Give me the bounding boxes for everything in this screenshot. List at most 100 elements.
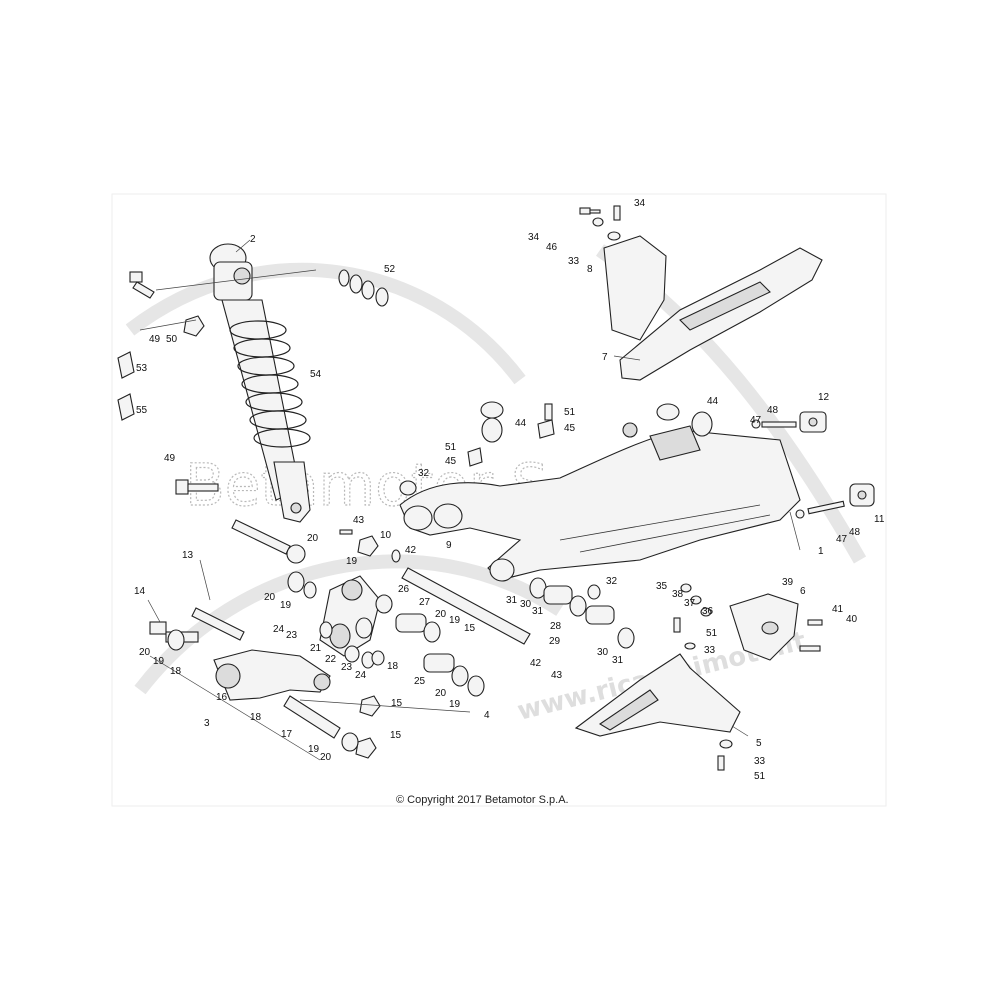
callout: 19 <box>346 556 358 567</box>
linkage-bolt-13-upper <box>231 519 306 564</box>
swingarm <box>399 422 801 582</box>
callout: 26 <box>398 584 410 595</box>
callout: 10 <box>380 530 392 541</box>
shock-lower-bolt <box>175 479 219 495</box>
callout: 51 <box>445 442 457 453</box>
callout: 32 <box>606 576 618 587</box>
callout: 31 <box>532 606 544 617</box>
washer-set-52 <box>338 269 389 307</box>
callout: 34 <box>528 232 540 243</box>
callout: 12 <box>818 392 830 403</box>
callout: 47 <box>750 415 762 426</box>
callout: 53 <box>136 363 148 374</box>
chain-guide-hardware <box>673 583 823 652</box>
callout: 49 <box>164 453 176 464</box>
callout: 47 <box>836 534 848 545</box>
chain-guard-upper <box>603 235 823 381</box>
cap-44-left <box>480 401 504 443</box>
nut-15 <box>341 695 381 759</box>
adjuster-bolt-48-top <box>751 419 797 429</box>
callout: 28 <box>550 621 562 632</box>
callout: 31 <box>506 595 518 606</box>
callout: 7 <box>602 352 608 363</box>
callout: 43 <box>353 515 365 526</box>
callout: 17 <box>281 729 293 740</box>
callout: 31 <box>612 655 624 666</box>
callout: 51 <box>564 407 576 418</box>
washer-set-left <box>287 571 385 669</box>
callout: 4 <box>484 710 490 721</box>
callout: 32 <box>418 468 430 479</box>
callout: 24 <box>355 670 367 681</box>
callout: 45 <box>445 456 457 467</box>
bearing-set-right <box>529 577 635 649</box>
callout: 23 <box>341 662 353 673</box>
callout: 19 <box>280 600 292 611</box>
slider-hardware <box>684 642 733 771</box>
callout: 33 <box>704 645 716 656</box>
callout: 11 <box>874 514 885 525</box>
callout: 20 <box>435 688 447 699</box>
callout: 18 <box>387 661 399 672</box>
chain-guide-upper <box>729 593 799 661</box>
linkage-bolt-14 <box>149 621 199 651</box>
callout: 19 <box>449 615 461 626</box>
washer-33-top <box>607 231 621 241</box>
callout: 50 <box>166 334 178 345</box>
callout: 23 <box>286 630 298 641</box>
callout: 54 <box>310 369 322 380</box>
callout: 39 <box>782 577 794 588</box>
clip-55 <box>117 393 135 421</box>
callout: 21 <box>310 643 322 654</box>
callout: 8 <box>587 264 593 275</box>
callout: 42 <box>530 658 542 669</box>
callout: 44 <box>515 418 527 429</box>
callout: 13 <box>182 550 194 561</box>
callout: 18 <box>250 712 262 723</box>
callout: 38 <box>672 589 684 600</box>
callout: 2 <box>250 234 256 245</box>
callout: 37 <box>684 598 696 609</box>
callout: 20 <box>435 609 447 620</box>
adjuster-bolt-48-bottom <box>795 500 845 519</box>
callout: 5 <box>756 738 762 749</box>
callout: 27 <box>419 597 431 608</box>
callout: 24 <box>273 624 285 635</box>
linkage-lever-16 <box>213 649 331 701</box>
callout: 35 <box>656 581 668 592</box>
callout-labels: 1 2 3 4 5 6 7 8 9 10 11 12 13 14 15 15 1… <box>134 198 885 782</box>
clip-53 <box>117 351 135 379</box>
callout: 6 <box>800 586 806 597</box>
washer-42 <box>391 549 401 563</box>
callout: 19 <box>153 656 165 667</box>
callout: 3 <box>204 718 210 729</box>
bolt-34-a <box>579 207 601 215</box>
callout: 14 <box>134 586 146 597</box>
pivot-axle-27 <box>401 567 531 645</box>
callout: 33 <box>568 256 580 267</box>
bolt-51-top <box>544 403 553 421</box>
callout: 52 <box>384 264 396 275</box>
callout: 45 <box>564 423 576 434</box>
callout: 49 <box>149 334 161 345</box>
bearing-set-center <box>355 594 485 697</box>
bolt-34-b <box>613 205 621 221</box>
callout: 16 <box>216 692 228 703</box>
callout: 43 <box>551 670 563 681</box>
rear-shock-absorber <box>209 243 311 523</box>
callout: 20 <box>320 752 332 763</box>
callout: 46 <box>546 242 558 253</box>
callout: 9 <box>446 540 452 551</box>
clip-45-left <box>467 447 483 467</box>
callout: 1 <box>818 546 824 557</box>
bushing-32 <box>399 480 417 496</box>
callout: 48 <box>849 527 861 538</box>
callout: 34 <box>634 198 646 209</box>
chain-adjuster-11 <box>849 483 875 507</box>
callout: 25 <box>414 676 426 687</box>
callout: 22 <box>325 654 337 665</box>
callout: 19 <box>449 699 461 710</box>
callout: 20 <box>307 533 319 544</box>
pivot-nut-10 <box>357 535 379 557</box>
